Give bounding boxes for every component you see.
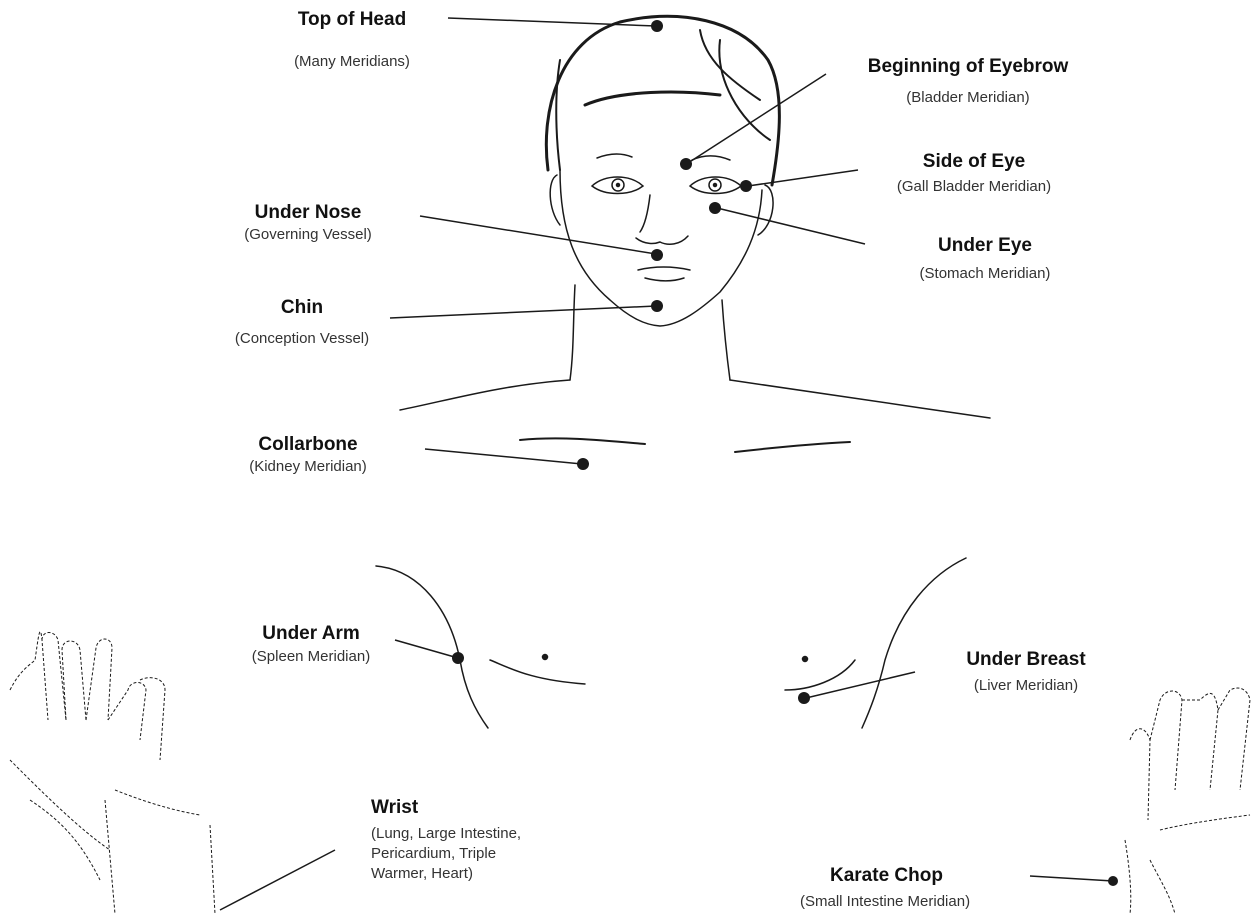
chin-point: [651, 300, 663, 312]
collarbone-point: [577, 458, 589, 470]
under-breast-point: [798, 692, 810, 704]
label-side-of-eye: Side of Eye (Gall Bladder Meridian): [858, 150, 1090, 197]
label-subtitle-line: Pericardium, Triple: [371, 844, 591, 864]
head-outline: [376, 16, 990, 728]
label-title: Under Breast: [940, 648, 1112, 672]
label-subtitle: (Stomach Meridian): [885, 264, 1085, 284]
label-title: Under Nose: [220, 201, 396, 225]
label-subtitle: (Kidney Meridian): [226, 457, 390, 477]
label-title: Top of Head: [262, 8, 442, 32]
label-title: Under Arm: [232, 622, 390, 646]
label-title: Under Eye: [885, 234, 1085, 258]
label-subtitle: (Bladder Meridian): [838, 88, 1098, 108]
top-of-head-point: [651, 20, 663, 32]
label-title: Wrist: [371, 796, 591, 820]
beginning-of-eyebrow-point: [680, 158, 692, 170]
label-under-breast: Under Breast (Liver Meridian): [940, 648, 1112, 696]
under-arm-point: [452, 652, 464, 664]
label-subtitle: (Governing Vessel): [220, 225, 396, 245]
label-under-eye: Under Eye (Stomach Meridian): [885, 234, 1085, 284]
label-title: Side of Eye: [858, 150, 1090, 174]
label-subtitle: (Conception Vessel): [222, 329, 382, 349]
label-collarbone: Collarbone (Kidney Meridian): [226, 433, 390, 477]
label-title: Chin: [222, 296, 382, 320]
under-nose-point: [651, 249, 663, 261]
label-wrist: Wrist (Lung, Large Intestine, Pericardiu…: [371, 796, 591, 884]
label-title: Beginning of Eyebrow: [838, 55, 1098, 79]
label-beginning-of-eyebrow: Beginning of Eyebrow (Bladder Meridian): [838, 55, 1098, 108]
side-of-eye-point: [740, 180, 752, 192]
label-subtitle: (Many Meridians): [262, 52, 442, 72]
karate-chop-point: [1108, 876, 1118, 886]
under-eye-point: [709, 202, 721, 214]
label-subtitle: (Small Intestine Meridian): [800, 892, 1050, 912]
label-title: Karate Chop: [800, 864, 1050, 888]
label-karate-chop: Karate Chop (Small Intestine Meridian): [800, 864, 1050, 912]
label-top-of-head: Top of Head (Many Meridians): [262, 8, 442, 72]
label-subtitle-line: (Lung, Large Intestine,: [371, 824, 591, 844]
label-subtitle: (Liver Meridian): [940, 676, 1112, 696]
label-subtitle: (Spleen Meridian): [232, 647, 390, 667]
label-under-nose: Under Nose (Governing Vessel): [220, 201, 396, 245]
label-subtitle: (Gall Bladder Meridian): [858, 177, 1090, 197]
label-subtitle-line: Warmer, Heart): [371, 864, 591, 884]
label-chin: Chin (Conception Vessel): [222, 296, 382, 349]
label-under-arm: Under Arm (Spleen Meridian): [232, 622, 390, 667]
label-title: Collarbone: [226, 433, 390, 457]
